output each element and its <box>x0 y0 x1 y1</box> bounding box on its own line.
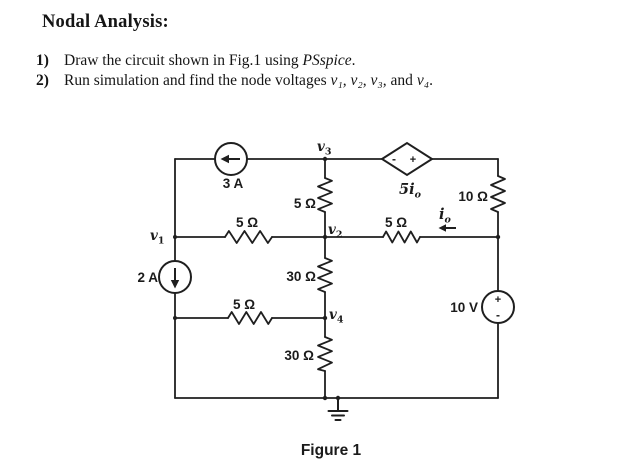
item-text-emphasis: PSspice <box>302 52 352 69</box>
plus-sign: + <box>495 294 501 306</box>
label-5io-sub: o <box>415 190 422 201</box>
item-number: 1) <box>36 52 49 69</box>
label-io: io <box>439 206 452 226</box>
junction-dot <box>322 395 328 401</box>
resistor-30ohm-lower <box>317 336 333 372</box>
item-text-suffix: . <box>429 72 433 89</box>
item-number: 2) <box>36 72 49 89</box>
left-arrowhead-icon <box>220 154 229 164</box>
left-arrowhead-icon <box>438 224 446 232</box>
node-voltage-last: v₄ <box>416 72 430 89</box>
page-title: Nodal Analysis: <box>42 12 169 32</box>
label-3a: 3 A <box>223 176 244 191</box>
item-text-and: and <box>386 72 417 89</box>
label-5io-base: 5i <box>399 181 415 198</box>
figure-caption: Figure 1 <box>301 442 362 459</box>
plus-sign: + <box>410 154 416 166</box>
junction-dot <box>173 235 177 239</box>
node-sub: 3 <box>325 147 332 158</box>
resistor-5ohm-vertical <box>317 177 333 213</box>
circuit-wires <box>174 158 499 399</box>
label-5ohm-mid-right: 5 Ω <box>385 215 407 230</box>
resistor-5ohm-mid-right <box>382 230 421 244</box>
node-base: v <box>328 222 336 238</box>
node-sub: 1 <box>158 236 165 247</box>
resistor-5ohm-mid-left <box>224 230 273 244</box>
label-10ohm: 10 Ω <box>458 189 488 204</box>
item-text: Draw the circuit shown in Fig.1 using PS… <box>64 51 355 71</box>
item-text-main: Run simulation and find the node voltage… <box>64 72 331 89</box>
problem-item-1: 1) Draw the circuit shown in Fig.1 using… <box>36 51 433 71</box>
down-arrowhead-icon <box>170 280 180 289</box>
item-text-main: Draw the circuit shown in Fig.1 using <box>64 52 303 69</box>
label-30ohm-upper: 30 Ω <box>286 269 316 284</box>
node-base: v <box>150 228 158 244</box>
label-10v: 10 V <box>450 300 478 315</box>
diamond-shape <box>380 141 434 177</box>
current-source-3a <box>214 142 248 176</box>
junction-dot <box>322 234 328 240</box>
junction-dot <box>173 316 177 320</box>
dependent-source-5io: - + <box>380 141 434 177</box>
item-text: Run simulation and find the node voltage… <box>64 71 433 91</box>
junction-dot <box>322 156 328 162</box>
label-30ohm-lower: 30 Ω <box>284 348 314 363</box>
junction-dot <box>495 234 501 240</box>
label-io-sub: o <box>445 215 452 226</box>
source-circle <box>481 290 515 324</box>
current-source-2a <box>158 260 192 294</box>
item-text-suffix: . <box>351 52 356 69</box>
resistor-5ohm-lower <box>227 311 273 325</box>
resistor-30ohm-upper <box>317 257 333 293</box>
label-node-v4: v4 <box>329 307 344 326</box>
label-2a: 2 A <box>137 270 158 285</box>
io-current-arrow <box>438 224 456 232</box>
resistors <box>224 175 506 372</box>
minus-sign: - <box>496 308 500 322</box>
label-5ohm-vertical: 5 Ω <box>294 196 316 211</box>
label-node-v1: v1 <box>150 228 164 247</box>
node-base: v <box>317 139 325 155</box>
node-base: v <box>329 307 337 323</box>
label-node-v2: v2 <box>328 222 342 241</box>
node-voltage-list: v₁, v₂, v₃, <box>330 72 387 89</box>
voltage-source-10v: + - <box>481 290 515 324</box>
junction-dot <box>322 315 328 321</box>
problem-item-2: 2) Run simulation and find the node volt… <box>36 71 433 91</box>
junction-dots <box>173 156 501 401</box>
ground-icon <box>327 397 349 421</box>
label-5ohm-mid-left: 5 Ω <box>236 215 258 230</box>
label-5ohm-lower: 5 Ω <box>233 297 255 312</box>
resistor-10ohm <box>490 175 506 213</box>
node-sub: 4 <box>337 315 344 326</box>
minus-sign: - <box>392 152 396 166</box>
junction-dot <box>335 395 341 401</box>
node-sub: 2 <box>336 230 343 241</box>
label-node-v3: v3 <box>317 139 331 158</box>
label-5io: 5io <box>399 181 422 201</box>
label-io-base: i <box>439 206 445 223</box>
problem-list: 1) Draw the circuit shown in Fig.1 using… <box>36 51 433 91</box>
